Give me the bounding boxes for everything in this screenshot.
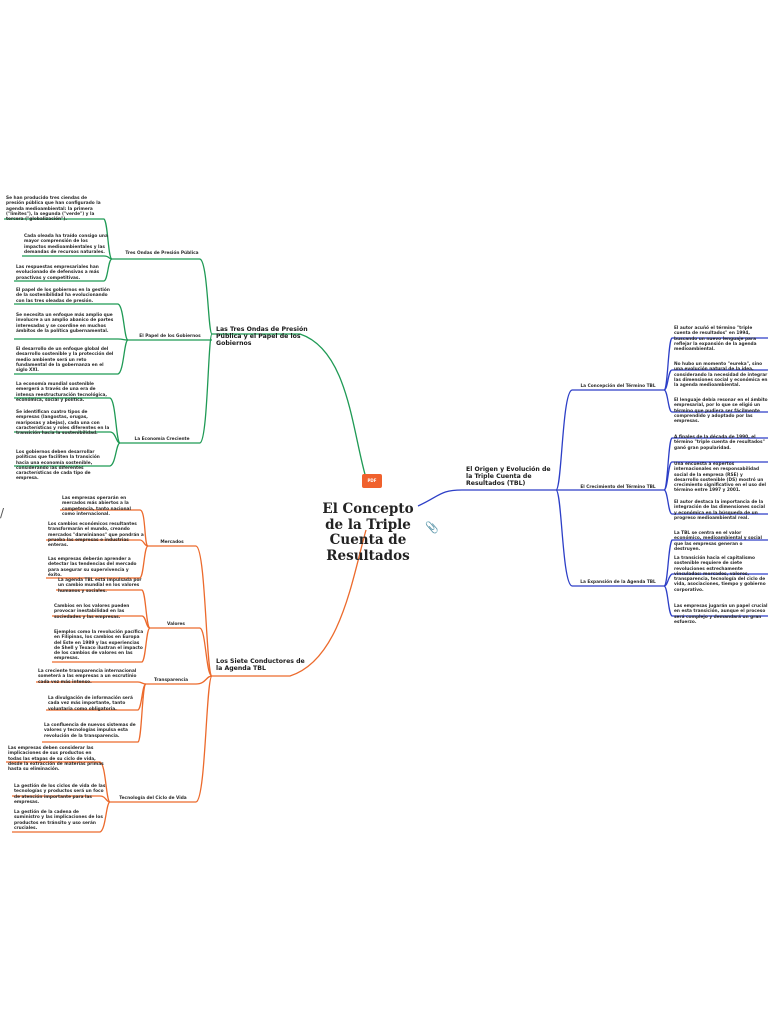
sub-valores: Valores (166, 622, 185, 627)
leaf-blue-9: Las empresas jugarán un papel crucial en… (674, 604, 768, 625)
green-spine (199, 258, 213, 444)
leaf-green-4: El papel de los gobiernos en la gestión … (16, 288, 110, 304)
leaf-blue-8: La transición hacia el capitalismo soste… (674, 556, 766, 593)
sub-crecimiento: El Crecimiento del Término TBL (580, 485, 656, 490)
leaf-blue-1: El autor acuñó el término "triple cuenta… (674, 326, 757, 353)
leaf-orange-2: Los cambios económicos resultantes trans… (48, 522, 144, 549)
leaf-orange-4: La agenda TBL está impulsada por un camb… (58, 578, 142, 594)
leaf-orange-6: Ejemplos como la revolución pacífica en … (54, 630, 144, 662)
branch-origen-evolucion: El Origen y Evolución de la Triple Cuent… (466, 466, 551, 488)
green-connectors (4, 218, 367, 479)
sub-tres-ondas: Tres Ondas de Presión Pública (125, 251, 199, 256)
leaf-green-1: Se han producido tres ciendas de presión… (6, 196, 101, 223)
sub-mercados: Mercados (160, 540, 184, 545)
blue-main-curve (417, 489, 556, 507)
attachment-icon: 📎 (425, 521, 439, 534)
orange-connectors (6, 509, 367, 833)
sub-transparencia: Transparencia (153, 678, 189, 683)
leaf-green-7: La economía mundial sostenible emergerá … (16, 382, 108, 403)
leaf-orange-7: La creciente transparencia internacional… (38, 669, 137, 685)
pdf-badge: PDF (362, 474, 382, 488)
leaf-orange-9: La confluencia de nuevos sistemas de val… (44, 723, 136, 739)
leaf-green-9: Los gobiernos deben desarrollar política… (16, 450, 100, 482)
central-topic: El Concepto de la Triple Cuenta de Resul… (322, 501, 414, 564)
leaf-blue-7: La TBL se centra en el valor económico, … (674, 531, 762, 552)
leaf-green-5: Se necesita un enfoque más amplio que in… (16, 313, 114, 334)
branch-tres-ondas: Las Tres Ondas de Presión Pública y el P… (216, 326, 308, 348)
leaf-orange-5: Cambios en los valores pueden provocar i… (54, 604, 130, 620)
slash-mark: / (0, 506, 5, 520)
green-main-curve (212, 333, 367, 479)
branch-siete-conductores: Los Siete Conductores de la Agenda TBL (216, 658, 305, 673)
leaf-green-8: Se identifican cuatro tipos de empresas … (16, 410, 110, 437)
leaf-green-2: Cada oleada ha traído consigo una mayor … (24, 234, 108, 255)
blue-connectors (417, 337, 768, 617)
leaf-blue-2: No hubo un momento "eureka", sino una ev… (674, 362, 768, 389)
sub-tecnologia: Tecnología del Ciclo de Vida (119, 796, 187, 801)
leaf-orange-8: La divulgación de información será cada … (48, 696, 133, 712)
leaf-blue-4: A finales de la década de 1990, el térmi… (674, 435, 765, 451)
leaf-orange-3: Las empresas deberán aprender a detectar… (48, 557, 137, 578)
sub-expansion: La Expansión de la Agenda TBL (580, 580, 656, 585)
leaf-green-6: El desarrollo de un enfoque global del d… (16, 347, 114, 374)
leaf-orange-10: Las empresas deben considerar las implic… (8, 746, 104, 773)
leaf-blue-6: El autor destaca la importancia de la in… (674, 500, 765, 521)
leaf-blue-3: El lenguaje debía resonar en el ámbito e… (674, 398, 768, 425)
leaf-orange-11: La gestión de los ciclos de vida de las … (14, 784, 106, 805)
leaf-blue-5: Una encuesta a expertos internacionales … (674, 462, 766, 494)
leaf-green-3: Las respuestas empresariales han evoluci… (16, 265, 100, 281)
leaf-orange-1: Las empresas operarán en mercados más ab… (62, 496, 131, 517)
sub-papel-gobiernos: El Papel de los Gobiernos (139, 334, 201, 339)
orange-main-curve (212, 529, 367, 677)
sub-economia: La Economía Creciente (134, 437, 190, 442)
leaf-orange-12: La gestión de la cadena de suministro y … (14, 810, 103, 831)
sub-concepcion: La Concepción del Término TBL (580, 384, 656, 389)
